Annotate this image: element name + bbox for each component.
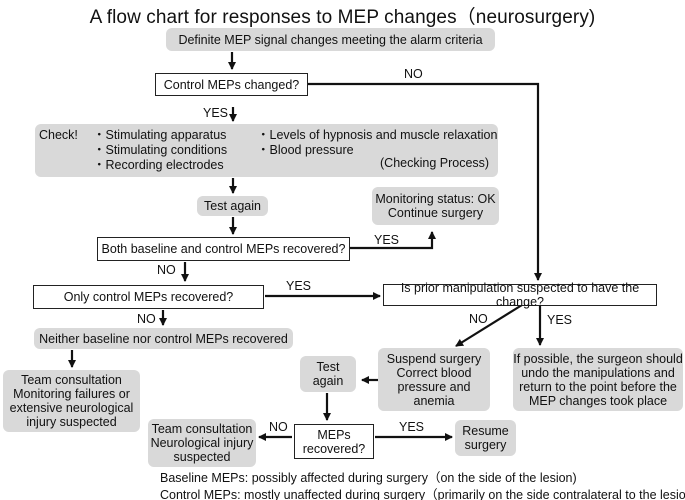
label-no-prior: NO [469, 312, 488, 326]
checking-process-caption: (Checking Process) [380, 156, 490, 170]
arrow-control-no-right [308, 82, 542, 281]
node-meps-recovered: MEPs recovered? [294, 424, 374, 459]
label-no-meps: NO [269, 420, 288, 434]
chart-title: A flow chart for responses to MEP change… [89, 7, 596, 28]
node-checking-process: Check! ・Stimulating apparatus ・Stimulati… [35, 124, 498, 177]
node-suspend-surgery: Suspend surgery Correct blood pressure a… [378, 348, 490, 411]
label-no-control: NO [404, 67, 423, 81]
arrow-both-yes-up [350, 231, 436, 250]
node-control-changed: Control MEPs changed? [155, 73, 308, 96]
footnote-baseline-meps: Baseline MEPs: possibly affected during … [160, 471, 577, 485]
label-yes-meps: YES [399, 420, 425, 434]
label-no-both: NO [157, 263, 176, 277]
node-monitoring-ok: Monitoring status: OK Continue surgery [372, 187, 499, 225]
check-item-hypnosis-relaxation: ・Levels of hypnosis and muscle relaxatio… [257, 128, 498, 142]
node-team-monitoring-failures: Team consultation Monitoring failures or… [3, 370, 140, 432]
node-undo-manipulations: If possible, the surgeon should undo the… [513, 348, 683, 411]
check-item-stimulating-conditions: ・Stimulating conditions [93, 143, 228, 157]
label-no-only: NO [137, 312, 156, 326]
label-yes-control: YES [203, 106, 229, 120]
label-yes-prior: YES [547, 313, 573, 327]
check-item-recording-electrodes: ・Recording electrodes [93, 158, 224, 172]
node-definite-changes: Definite MEP signal changes meeting the … [166, 28, 495, 51]
check-item-stimulating-apparatus: ・Stimulating apparatus [93, 128, 227, 142]
check-item-blood-pressure: ・Blood pressure [257, 143, 354, 157]
label-yes-only: YES [286, 279, 312, 293]
node-team-neurological-injury: Team consultation Neurological injury su… [148, 419, 256, 467]
node-neither-recovered: Neither baseline nor control MEPs recove… [34, 328, 293, 349]
arrow-prior-no [455, 304, 523, 347]
node-prior-manipulation: Is prior manipulation suspected to have … [383, 281, 657, 309]
node-test-again: Test again [197, 196, 268, 216]
node-only-control: Only control MEPs recovered? [33, 285, 264, 309]
node-resume-surgery: Resume surgery [455, 420, 516, 456]
check-label: Check! [39, 128, 78, 142]
node-both-recovered: Both baseline and control MEPs recovered… [97, 237, 350, 261]
label-yes-both: YES [374, 233, 400, 247]
footnote-control-meps: Control MEPs: mostly unaffected during s… [160, 488, 685, 500]
node-test-again-2: Test again [300, 356, 356, 392]
